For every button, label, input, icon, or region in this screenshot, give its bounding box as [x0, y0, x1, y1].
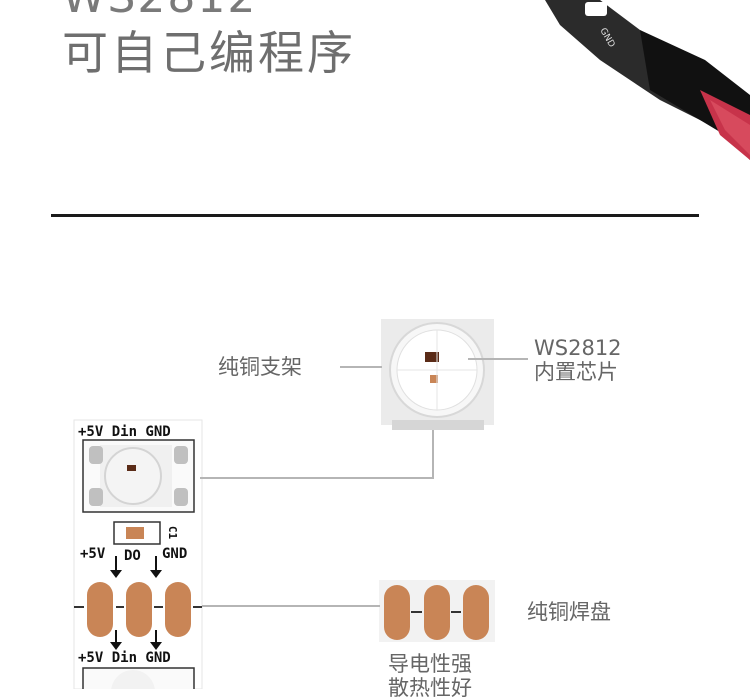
pcb-component-id: C1 — [166, 525, 180, 540]
chip-builtin-label: 内置芯片 — [534, 360, 618, 385]
page-title: 可自己编程序 — [62, 26, 356, 80]
chip-model-label: WS2812 — [534, 336, 622, 360]
model-heading: WS2812 — [62, 0, 257, 20]
leader-line-chip — [468, 358, 528, 360]
pcb-top-labels: +5V Din GND — [78, 424, 171, 440]
leader-line-strip-v — [432, 430, 434, 478]
conductive-line-2: 散热性好 — [388, 676, 472, 700]
leader-line-bracket — [340, 366, 382, 368]
conductive-line-1: 导电性强 — [388, 652, 472, 676]
leader-line-strip-h — [200, 477, 434, 479]
leader-line-pad — [202, 605, 380, 607]
led-chip-closeup — [381, 319, 494, 430]
pcb-bottom-labels: +5V Din GND — [78, 650, 171, 666]
led-strip — [73, 419, 203, 689]
chip-callout: WS2812 内置芯片 — [534, 336, 622, 384]
copper-pad-closeup — [379, 580, 495, 642]
connector-cable-photo: GND — [545, 0, 750, 160]
bracket-callout: 纯铜支架 — [218, 355, 302, 379]
section-divider — [51, 214, 699, 217]
conductive-callout: 导电性强 散热性好 — [388, 652, 472, 700]
pcb-mid-label-do: DO — [124, 548, 141, 564]
pcb-mid-label-5v: +5V — [80, 546, 106, 562]
pcb-mid-label-gnd: GND — [162, 546, 188, 562]
pad-callout: 纯铜焊盘 — [527, 600, 611, 624]
